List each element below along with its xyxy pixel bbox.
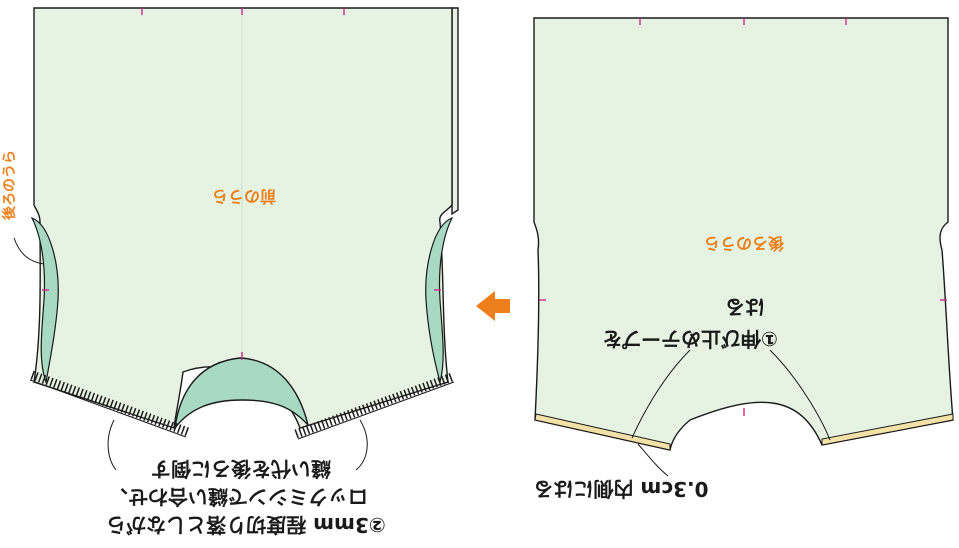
notch-marks-left: [42, 8, 441, 360]
tape-note: 0.3cm 内側にはる: [533, 477, 708, 501]
stay-tape-left: [534, 413, 671, 451]
notch-marks-right: [539, 18, 947, 416]
step2-line3: 縫い代を後ろに倒す: [151, 457, 331, 481]
stay-tape-right: [821, 413, 954, 446]
step1-line2: はる: [725, 295, 765, 319]
overlock-stitch-left-outline: [29, 379, 187, 438]
overlock-stitch-right-outline: [297, 381, 455, 440]
front-label: 前のうら: [212, 187, 276, 206]
arrow-left-icon: [476, 291, 510, 321]
leader-line-right: [355, 419, 368, 471]
step2-line1: ②3mm 程度切り落としながら: [106, 513, 386, 537]
leader-line-step1-right: [769, 349, 831, 441]
leader-line-left: [107, 419, 117, 471]
back-fabric-body: [533, 17, 954, 451]
seam-allowance-left: [30, 216, 59, 385]
leader-line-step1-left: [631, 349, 691, 439]
leader-line-side: [13, 237, 45, 265]
step2-instructions: 縫い代を後ろに倒す ロックミシンで縫い合わせ、 ②3mm 程度切り落としながら: [106, 457, 386, 537]
right-garment-piece: 後ろのうら ①伸び止めテープを はる 0.3cm 内側にはる: [533, 17, 954, 501]
leader-line-tape: [637, 443, 669, 477]
step1-line1: ①伸び止めテープを: [602, 327, 778, 351]
back-layer-edge: [451, 7, 459, 216]
left-garment-piece: 前のうら 後ろのうら: [1, 7, 459, 471]
back-label: 後ろのうら: [704, 234, 784, 253]
back-side-note: 後ろのうら: [1, 150, 18, 220]
step2-line2: ロックミシンで縫い合わせ、: [108, 485, 368, 509]
seam-allowance-crotch: [173, 357, 309, 431]
